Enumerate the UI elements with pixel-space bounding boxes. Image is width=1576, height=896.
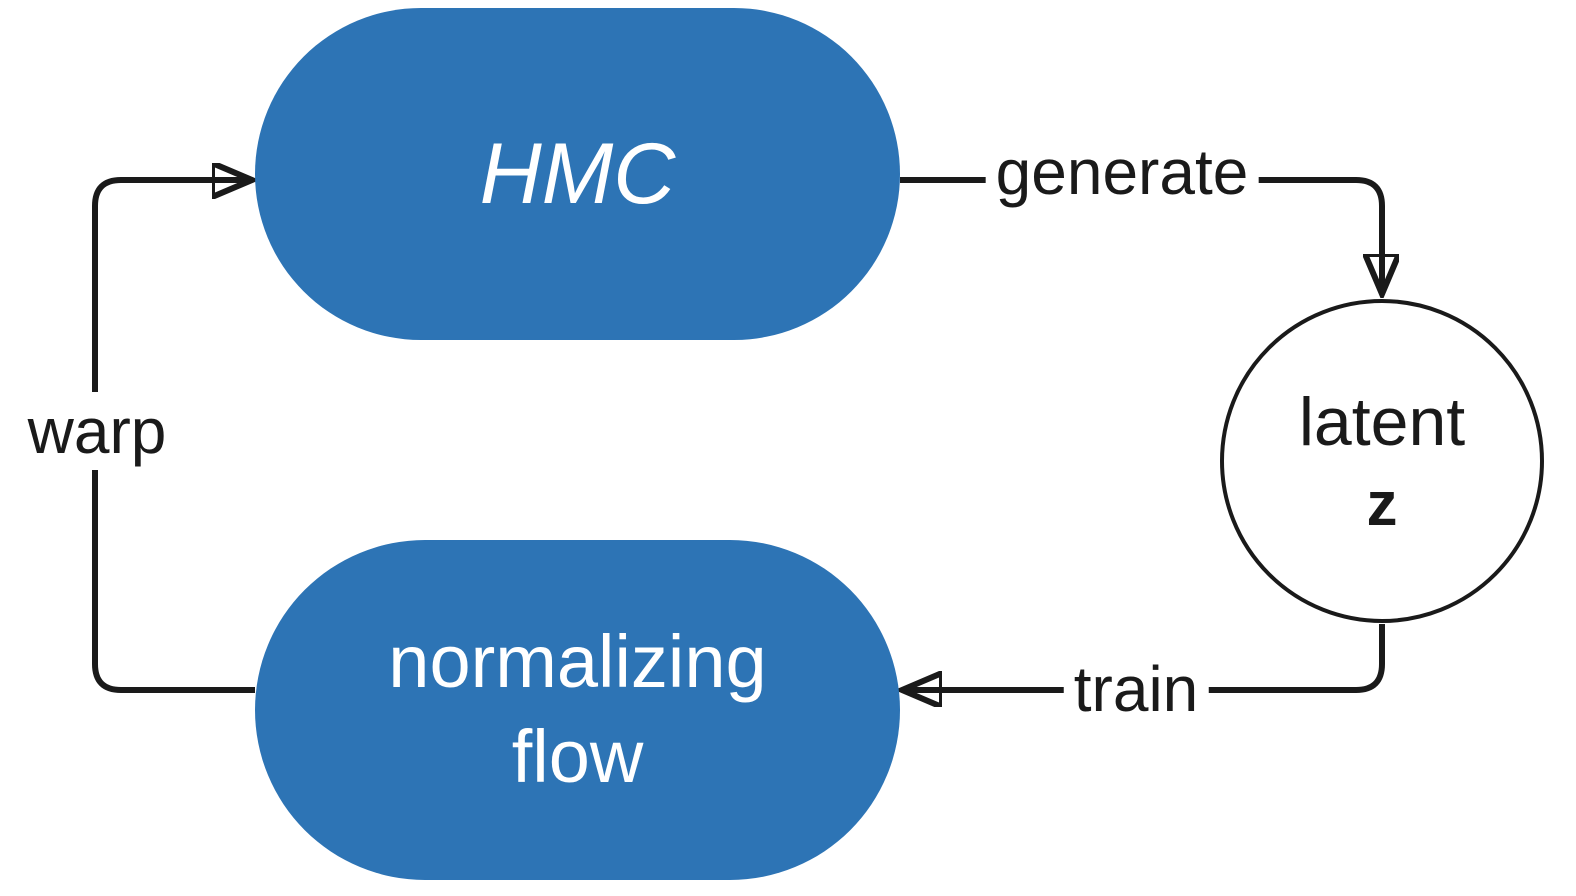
- node-latent-z-symbol: z: [1366, 469, 1398, 539]
- edge-label-train: train: [1063, 650, 1209, 728]
- node-latent-label: latent: [1298, 383, 1466, 460]
- edge-label-warp: warp: [17, 392, 177, 470]
- node-normalizing-flow: normalizing flow: [255, 540, 900, 880]
- node-normalizing-flow-label-line1: normalizing: [388, 620, 767, 704]
- edge-label-generate: generate: [985, 133, 1259, 211]
- node-hmc: HMC: [255, 8, 900, 340]
- node-latent-z: latent z: [1220, 299, 1544, 623]
- node-hmc-label: HMC: [479, 125, 676, 222]
- node-normalizing-flow-label-line2: flow: [511, 715, 644, 798]
